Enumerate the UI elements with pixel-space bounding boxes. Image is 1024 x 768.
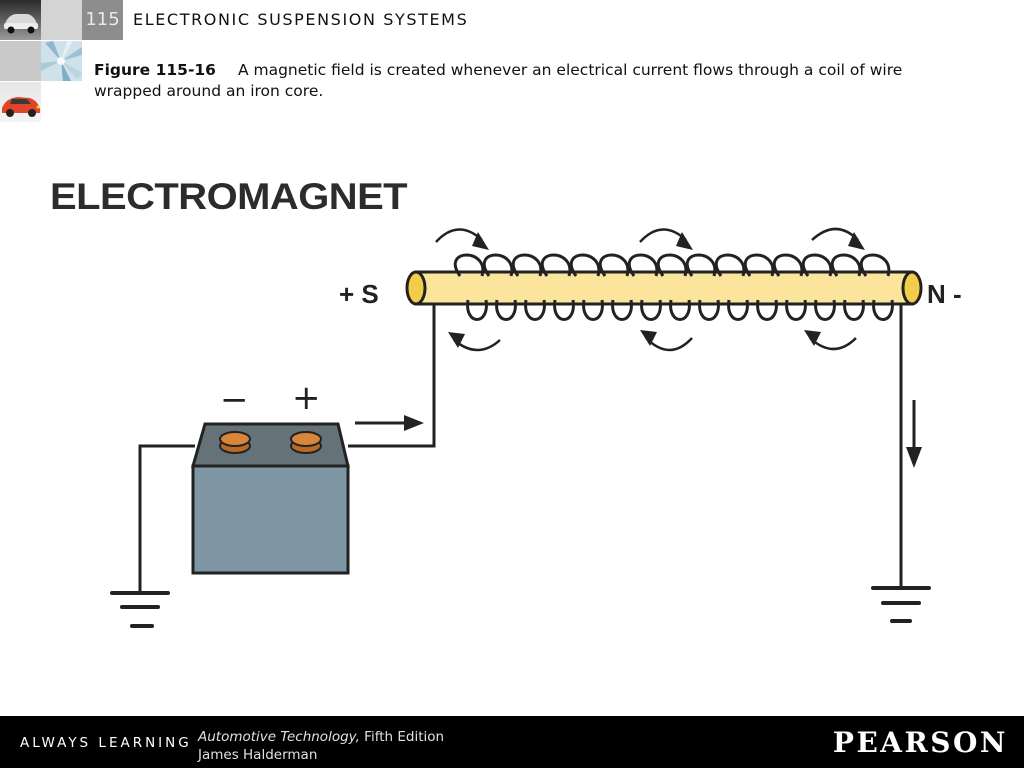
battery	[191, 422, 350, 575]
battery-negative-terminal	[219, 431, 251, 454]
publisher-logo: PEARSON	[832, 726, 1008, 759]
ground-symbol-icon	[110, 591, 170, 628]
book-edition: Fifth Edition	[359, 729, 445, 745]
car-thumbnail-icon	[0, 0, 41, 40]
book-author: James Halderman	[198, 747, 318, 763]
wire-coil	[453, 253, 894, 321]
header-title: ELECTRONIC SUSPENSION SYSTEMS	[133, 10, 469, 29]
thumbnail-strip	[0, 0, 41, 122]
battery-positive-terminal	[290, 431, 322, 454]
coil-winding	[859, 253, 894, 321]
coil-winding	[801, 253, 836, 321]
footer-tagline: ALWAYS LEARNING	[20, 735, 192, 751]
current-arrow-icon	[355, 415, 424, 431]
book-citation: Automotive Technology, Fifth Edition Jam…	[198, 728, 444, 764]
coil-winding	[656, 253, 691, 321]
coil-winding	[511, 253, 546, 321]
coil-winding	[772, 253, 807, 321]
diagram-title: ELECTROMAGNET	[50, 176, 408, 217]
figure-number: Figure 115-16	[94, 61, 216, 79]
coil-winding	[453, 253, 488, 321]
coil-winding	[685, 253, 720, 321]
coil-winding	[830, 253, 865, 321]
battery-positive-label: +	[292, 378, 321, 418]
caption-text: A magnetic field is created whenever an …	[94, 61, 903, 100]
coil-winding	[627, 253, 662, 321]
south-pole-label: + S	[339, 279, 379, 309]
north-pole-label: N -	[927, 279, 962, 309]
chapter-number: 115	[82, 0, 123, 40]
crystal-thumbnail-icon	[41, 41, 82, 81]
sports-car-thumbnail-icon	[0, 82, 41, 122]
current-arrow-icon	[906, 400, 922, 468]
iron-core	[405, 270, 923, 306]
battery-negative-label: −	[220, 380, 249, 420]
coil-winding	[714, 253, 749, 321]
gray-thumbnail	[0, 41, 41, 81]
field-arrowheads	[448, 232, 865, 348]
coil-winding	[743, 253, 778, 321]
coil-winding	[540, 253, 575, 321]
footer-bar: ALWAYS LEARNING Automotive Technology, F…	[0, 716, 1024, 768]
ground-symbol-icon	[871, 586, 931, 623]
book-title: Automotive Technology,	[198, 729, 360, 745]
header-gray-block	[41, 0, 82, 40]
coil-winding	[482, 253, 517, 321]
coil-winding	[598, 253, 633, 321]
coil-winding	[569, 253, 604, 321]
circuit-wires	[138, 300, 903, 592]
